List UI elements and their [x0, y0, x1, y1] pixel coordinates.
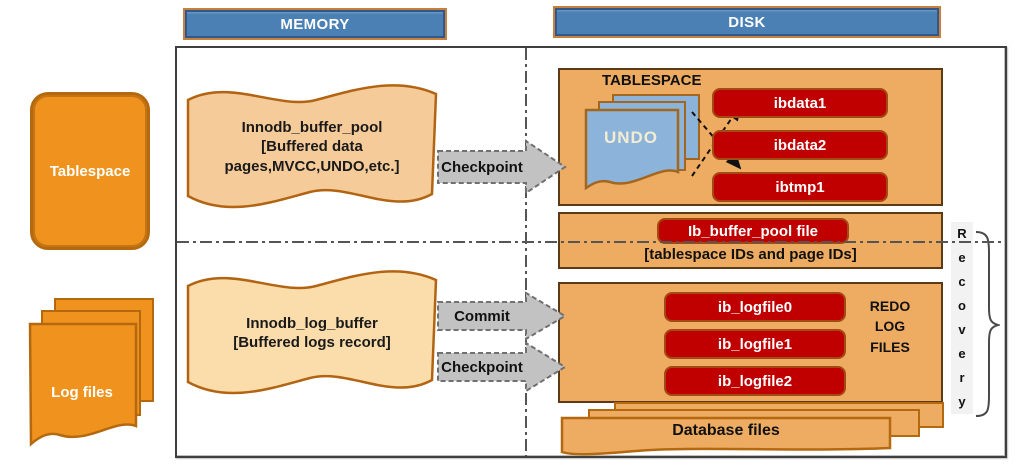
tablespace-log-divider-line — [177, 241, 1005, 243]
redo-log-files-label: REDO LOG FILES — [847, 296, 933, 357]
recovery-label: R e c o v e r y — [951, 222, 973, 414]
tablespace-panel-title: TABLESPACE — [602, 72, 702, 89]
recovery-letter: o — [958, 298, 966, 313]
log-files-stack: Log files — [28, 298, 162, 456]
recovery-letter: r — [959, 370, 965, 385]
database-files-front-bar — [560, 416, 892, 456]
checkpoint-arrow-top-label: Checkpoint — [441, 158, 523, 176]
database-files-stack: Database files — [558, 400, 950, 458]
recovery-letter: y — [958, 394, 966, 409]
commit-arrow-label: Commit — [454, 307, 510, 325]
tablespace-shape-label: Tablespace — [49, 162, 131, 180]
wave-shape-outline — [186, 84, 438, 209]
buffer-pool-line2: [Buffered data — [261, 138, 363, 156]
disk-section-header: DISK — [553, 6, 941, 38]
ib-buffer-pool-file-label: Ib_buffer_pool file — [687, 222, 818, 240]
innodb-buffer-pool-shape: Innodb_buffer_pool [Buffered data pages,… — [182, 76, 442, 218]
arrow-shape — [437, 139, 567, 195]
recovery-letter: R — [957, 226, 967, 241]
buffer-pool-line3: pages,MVCC,UNDO,etc.] — [224, 157, 400, 175]
ibdata1-file-box: ibdata1 — [712, 88, 888, 118]
disk-tablespace-panel: TABLESPACE UNDO ibdata1 ibdata2 ibtmp1 — [558, 68, 943, 206]
ibdata1-label: ibdata1 — [773, 94, 827, 112]
recovery-letter: e — [958, 250, 966, 265]
ibtmp1-file-box: ibtmp1 — [712, 172, 888, 202]
log-files-front-sheet — [28, 322, 138, 447]
buffer-pool-text: Innodb_buffer_pool [Buffered data pages,… — [190, 76, 434, 218]
disk-header-label: DISK — [728, 13, 766, 31]
log-buffer-line1: Innodb_log_buffer — [246, 314, 378, 332]
ibdata2-file-box: ibdata2 — [712, 130, 888, 160]
redo-label-line1: REDO — [869, 298, 911, 314]
log-buffer-line2: [Buffered logs record] — [233, 334, 391, 351]
log-files-label: Log files — [51, 384, 113, 401]
ibtmp1-label: ibtmp1 — [775, 178, 825, 196]
ib-buffer-pool-file-panel: Ib_buffer_pool file [tablespace IDs and … — [558, 212, 943, 269]
recovery-letter: v — [958, 322, 966, 337]
ibdata2-label: ibdata2 — [773, 136, 827, 154]
ib-logfile0-box: ib_logfile0 — [664, 292, 846, 322]
ib-logfile2-box: ib_logfile2 — [664, 366, 846, 396]
ib-buffer-pool-file-subtitle: [tablespace IDs and page IDs] — [644, 246, 857, 263]
ib-logfile1-label: ib_logfile1 — [717, 335, 793, 353]
arrow-shape — [437, 341, 567, 393]
innodb-log-buffer-shape: Innodb_log_buffer [Buffered logs record] — [182, 262, 442, 404]
recovery-letter: e — [958, 346, 966, 361]
tablespace-shape: Tablespace — [30, 92, 150, 250]
buffer-pool-line1: Innodb_buffer_pool — [241, 118, 383, 136]
recovery-letter: c — [958, 274, 966, 289]
commit-arrow: Commit — [436, 291, 568, 341]
recovery-brace — [975, 231, 1000, 417]
database-files-label: Database files — [672, 422, 780, 439]
undo-front-sheet — [584, 108, 680, 191]
wave-shape-outline — [186, 270, 438, 395]
memory-header-label: MEMORY — [280, 15, 350, 33]
undo-logs-stack: UNDO — [584, 94, 704, 198]
undo-label: UNDO — [603, 128, 659, 147]
ib-logfile2-label: ib_logfile2 — [717, 372, 793, 390]
checkpoint-arrow-bottom: Checkpoint — [436, 341, 568, 393]
memory-section-header: MEMORY — [183, 8, 447, 40]
redo-label-line2: LOG — [874, 318, 906, 335]
checkpoint-arrow-bottom-label: Checkpoint — [441, 358, 523, 376]
ib-logfile1-box: ib_logfile1 — [664, 329, 846, 359]
redo-log-panel: ib_logfile0 ib_logfile1 ib_logfile2 REDO… — [558, 282, 943, 403]
redo-label-line3: FILES — [870, 338, 910, 355]
checkpoint-arrow-top: Checkpoint — [436, 138, 568, 196]
log-buffer-text: Innodb_log_buffer [Buffered logs record] — [190, 262, 434, 404]
arrow-shape — [437, 291, 567, 341]
ib-buffer-pool-file-box: Ib_buffer_pool file — [657, 218, 849, 244]
memory-disk-divider-line — [525, 48, 527, 456]
ib-logfile0-label: ib_logfile0 — [717, 298, 793, 316]
